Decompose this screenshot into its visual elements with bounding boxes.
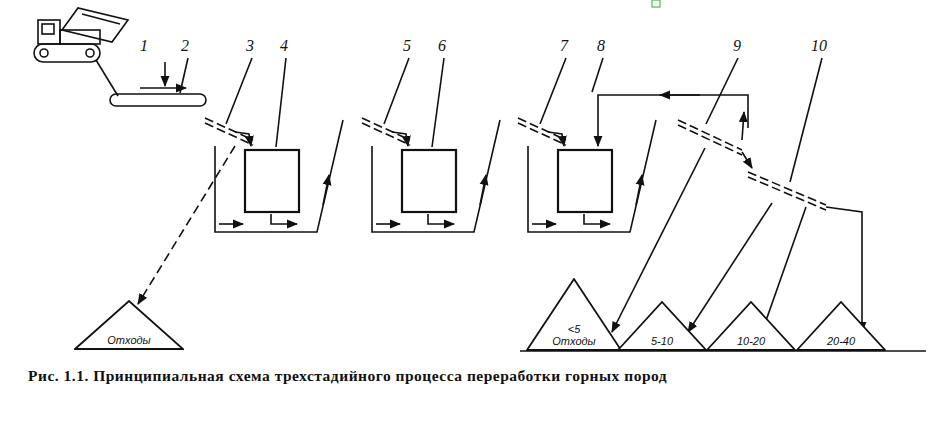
callout-number: 1	[140, 38, 148, 54]
vibrating-screen	[362, 118, 410, 145]
pile-label: Отходы	[107, 334, 150, 347]
material-pile: 20-40	[796, 301, 886, 351]
callout-number: 8	[597, 38, 605, 54]
material-pile: 5-10	[617, 301, 707, 351]
belt-conveyor	[110, 94, 206, 106]
pile-label: 10-20	[737, 335, 765, 348]
callout-number: 7	[560, 38, 568, 54]
vibrating-screen	[518, 118, 566, 145]
crusher	[245, 150, 299, 212]
callout-number: 2	[181, 38, 189, 54]
pile-label: <5 Отходы	[550, 323, 598, 348]
crusher	[558, 150, 612, 212]
figure-caption: Рис. 1.1. Принципиальная схема трехстади…	[28, 366, 923, 385]
vibrating-screen	[205, 118, 253, 145]
crusher	[402, 150, 456, 212]
material-pile: Отходы	[74, 300, 184, 350]
callout-number: 10	[811, 38, 827, 54]
vibrating-screen	[678, 120, 742, 155]
callout-number: 6	[438, 38, 446, 54]
callout-number: 3	[246, 38, 254, 54]
dump-body	[62, 8, 128, 42]
cab	[38, 20, 60, 44]
vibrating-screen	[748, 172, 826, 210]
material-pile: <5 Отходы	[526, 278, 622, 351]
crawler-track	[34, 44, 100, 62]
pile-label: 5-10	[651, 335, 673, 348]
pile-label: 20-40	[827, 335, 855, 348]
callout-number: 9	[733, 38, 741, 54]
callout-number: 5	[403, 38, 411, 54]
material-pile: 10-20	[706, 301, 796, 351]
callout-number: 4	[280, 38, 288, 54]
